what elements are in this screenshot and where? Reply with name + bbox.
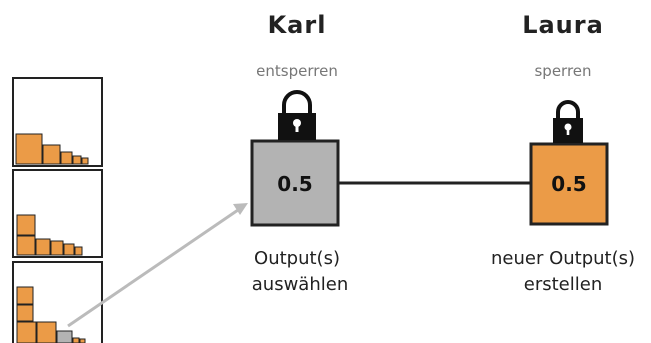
laura-name: Laura [522,11,604,39]
laura-output-box [529,142,609,226]
selection-arrow [67,203,248,328]
laura-action: sperren [534,62,592,80]
karl-value: 0.5 [277,172,313,196]
output-panel-3 [12,261,103,343]
output-panel-2 [12,169,103,258]
karl-caption-line-2: auswählen [251,274,349,295]
karl-name: Karl [267,11,327,39]
padlock-icon [278,90,316,140]
karl-output-box [250,139,340,227]
laura-value: 0.5 [551,172,587,196]
karl-action: entsperren [256,62,338,80]
laura-caption-line-2: erstellen [523,274,603,295]
karl-caption-line-1: Output(s) [254,248,340,269]
laura-caption-line-1: neuer Output(s) [490,248,636,269]
output-panel-1 [12,77,103,167]
padlock-icon [553,100,583,143]
